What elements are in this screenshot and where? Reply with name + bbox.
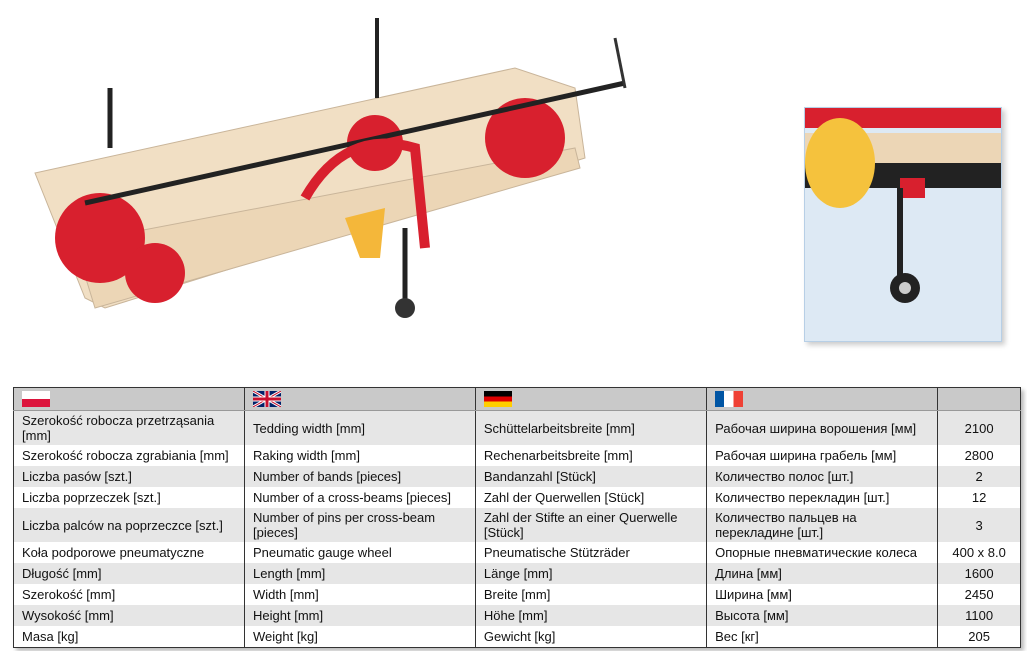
table-row: Wysokość [mm]Height [mm]Höhe [mm]Высота … <box>12 605 1021 626</box>
english-label: Height [mm] <box>244 605 476 626</box>
english-label: Pneumatic gauge wheel <box>244 542 476 563</box>
english-label: Raking width [mm] <box>244 445 476 466</box>
polish-label: Masa [kg] <box>12 626 246 648</box>
table-row: Masa [kg]Weight [kg]Gewicht [kg]Вес [кг]… <box>12 626 1021 648</box>
uk-flag-icon <box>253 391 282 408</box>
poland-flag-icon <box>22 391 50 408</box>
german-label: Gewicht [kg] <box>474 626 708 648</box>
polish-label: Szerokość robocza przetrząsania [mm] <box>12 410 246 445</box>
german-label: Höhe [mm] <box>474 605 708 626</box>
english-label: Number of a cross-beams [pieces] <box>244 487 476 508</box>
spec-value: 400 x 8.0 <box>937 542 1021 563</box>
polish-label: Długość [mm] <box>12 563 246 584</box>
table-row: Liczba poprzeczek [szt.]Number of a cros… <box>12 487 1021 508</box>
russian-label: Количество пальцев на перекладине [шт.] <box>706 508 939 542</box>
table-row: Szerokość robocza przetrząsania [mm]Tedd… <box>12 410 1021 445</box>
russian-label: Длина [мм] <box>706 563 939 584</box>
spec-value: 3 <box>937 508 1021 542</box>
rake-tedder-machine-image <box>34 18 627 318</box>
spec-value: 2 <box>937 466 1021 487</box>
english-label: Tedding width [mm] <box>244 410 476 445</box>
polish-label: Liczba pasów [szt.] <box>12 466 246 487</box>
table-row: Szerokość robocza zgrabiania [mm]Raking … <box>12 445 1021 466</box>
german-label: Breite [mm] <box>474 584 708 605</box>
france-flag-icon <box>715 391 744 408</box>
table-row: Szerokość [mm]Width [mm]Breite [mm]Ширин… <box>12 584 1021 605</box>
german-label: Länge [mm] <box>474 563 708 584</box>
table-row: Liczba pasów [szt.]Number of bands [piec… <box>12 466 1021 487</box>
russian-label: Количество перекладин [шт.] <box>706 487 939 508</box>
russian-label: Высота [мм] <box>706 605 939 626</box>
english-label: Number of bands [pieces] <box>244 466 476 487</box>
german-label: Pneumatische Stützräder <box>474 542 708 563</box>
polish-label: Liczba palców na poprzeczce [szt.] <box>12 508 246 542</box>
german-label: Rechenarbeitsbreite [mm] <box>474 445 708 466</box>
spec-value: 1600 <box>937 563 1021 584</box>
spec-value: 2800 <box>937 445 1021 466</box>
spec-value: 12 <box>937 487 1021 508</box>
russian-label: Вес [кг] <box>706 626 939 648</box>
table-header-row <box>12 387 1021 411</box>
spec-value: 2100 <box>937 410 1021 445</box>
table-row: Liczba palców na poprzeczce [szt.]Number… <box>12 508 1021 542</box>
polish-label: Szerokość [mm] <box>12 584 246 605</box>
english-label: Width [mm] <box>244 584 476 605</box>
table-row: Długość [mm]Length [mm]Länge [mm]Длина [… <box>12 563 1021 584</box>
russian-label: Количество полос [шт.] <box>706 466 939 487</box>
polish-label: Wysokość [mm] <box>12 605 246 626</box>
english-label: Weight [kg] <box>244 626 476 648</box>
russian-label: Ширина [мм] <box>706 584 939 605</box>
russian-label: Рабочая ширина ворошения [мм] <box>706 410 939 445</box>
spec-value: 2450 <box>937 584 1021 605</box>
specifications-table: Szerokość robocza przetrząsania [mm]Tedd… <box>12 387 1021 648</box>
spec-value: 1100 <box>937 605 1021 626</box>
spec-value: 205 <box>937 626 1021 648</box>
german-label: Zahl der Stifte an einer Querwelle [Stüc… <box>474 508 708 542</box>
russian-label: Опорные пневматические колеса <box>706 542 939 563</box>
gauge-wheel-detail-photo <box>804 107 1002 342</box>
german-label: Zahl der Querwellen [Stück] <box>474 487 708 508</box>
germany-flag-icon <box>483 391 512 408</box>
polish-label: Koła podporowe pneumatyczne <box>12 542 246 563</box>
english-label: Length [mm] <box>244 563 476 584</box>
polish-label: Szerokość robocza zgrabiania [mm] <box>12 445 246 466</box>
german-label: Bandanzahl [Stück] <box>474 466 708 487</box>
polish-label: Liczba poprzeczek [szt.] <box>12 487 246 508</box>
german-label: Schüttelarbeitsbreite [mm] <box>474 410 708 445</box>
russian-label: Рабочая ширина грабель [мм] <box>706 445 939 466</box>
english-label: Number of pins per cross-beam [pieces] <box>244 508 476 542</box>
